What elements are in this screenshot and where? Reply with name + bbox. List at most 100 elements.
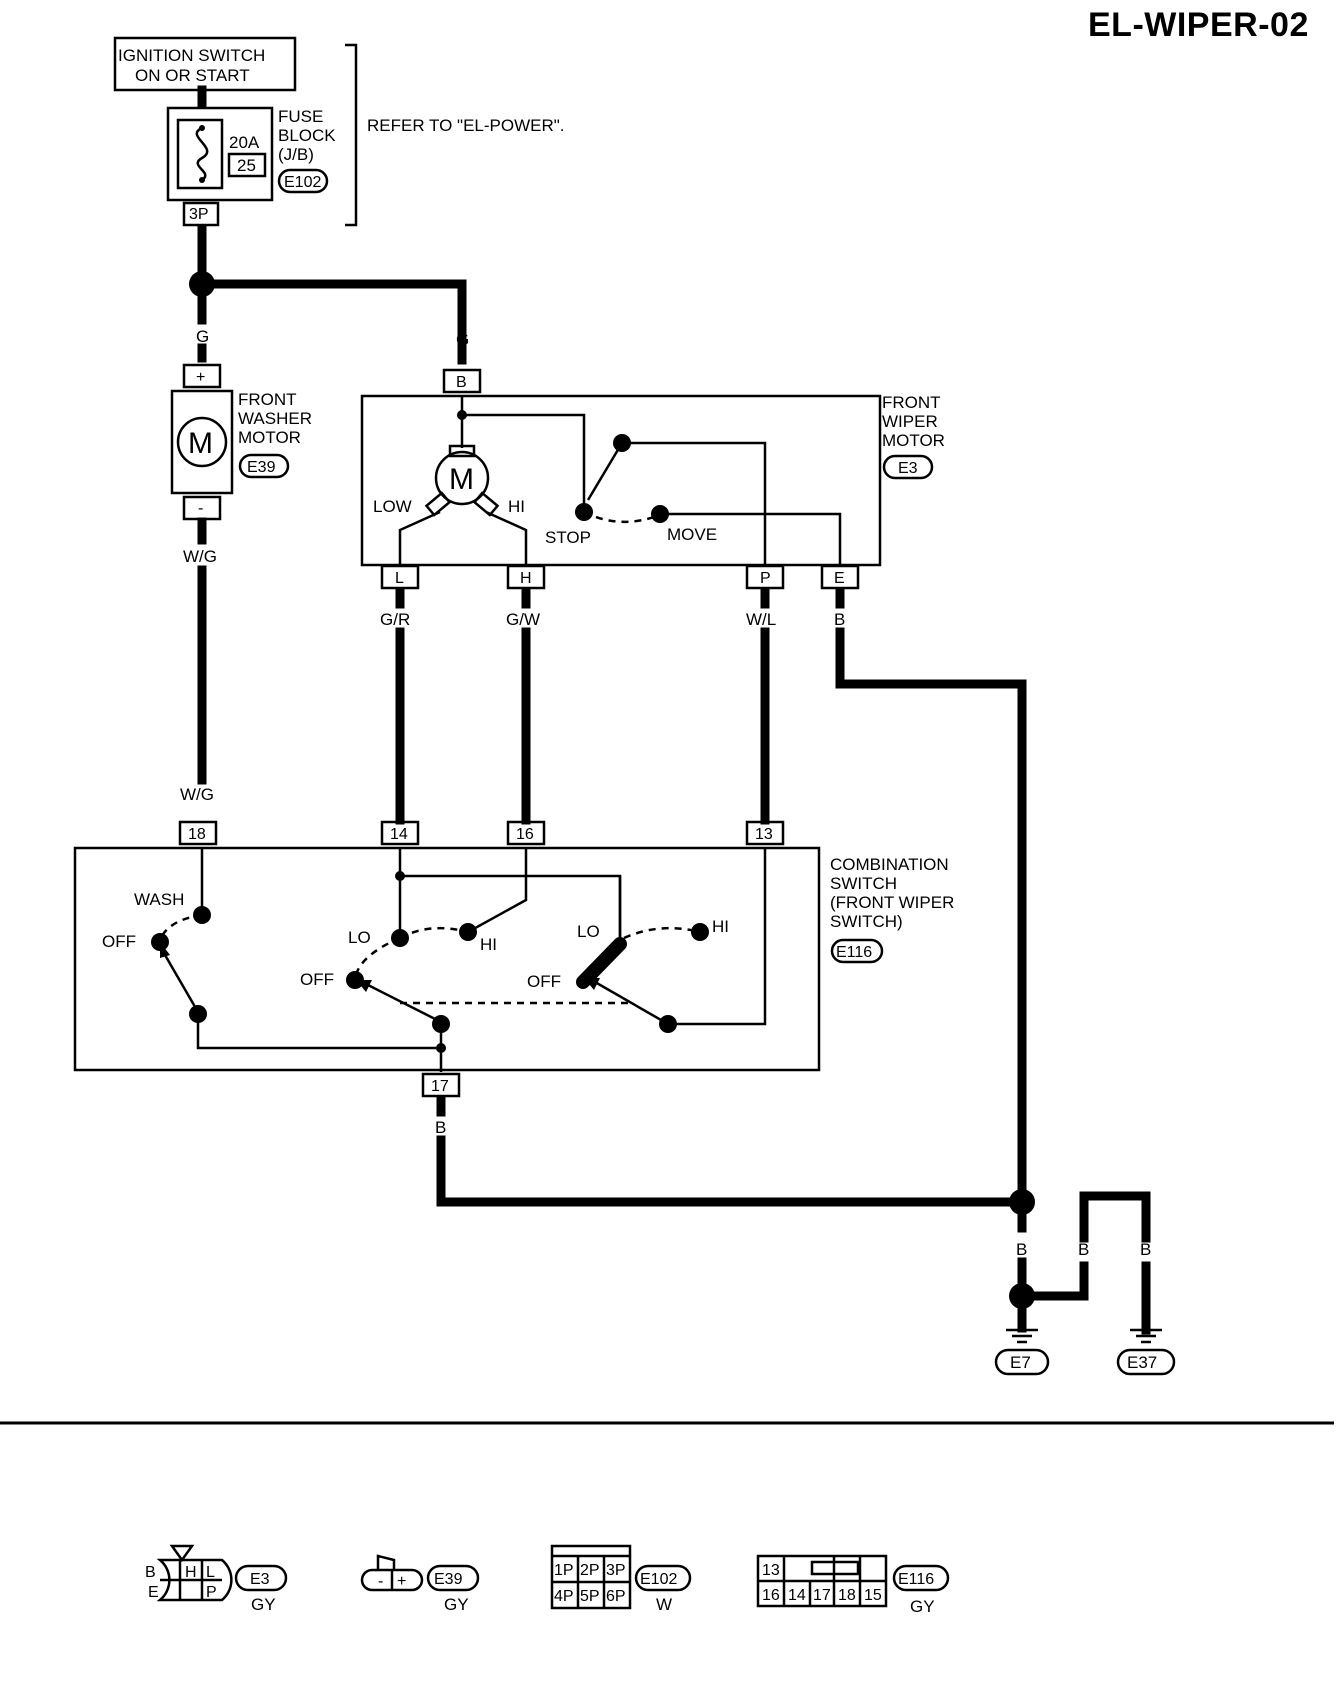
splice-ground bbox=[1009, 1189, 1035, 1215]
fuse-amps: 20A bbox=[229, 133, 260, 152]
ignition-label-2: ON OR START bbox=[135, 66, 250, 85]
wire-wg-2: W/G bbox=[180, 785, 214, 804]
combo-label-1: COMBINATION bbox=[830, 855, 949, 874]
e39-view-id: E39 bbox=[434, 1571, 463, 1588]
fuse-block-label-1: FUSE bbox=[278, 107, 323, 126]
washer-label-2: WASHER bbox=[238, 409, 312, 428]
lo-label-2: LO bbox=[577, 922, 600, 941]
wire-b-e: B bbox=[834, 610, 845, 629]
ground-e37: E37 bbox=[1116, 1328, 1176, 1376]
wiper-pin-h: H bbox=[520, 570, 532, 587]
e3-cell-l: L bbox=[206, 1564, 215, 1581]
connector-view-e3: B H L E P E3 GY bbox=[145, 1544, 288, 1614]
wiper-connector: E3 bbox=[898, 460, 918, 477]
wiper-low-label: LOW bbox=[373, 497, 412, 516]
splice-e7 bbox=[1009, 1283, 1035, 1309]
washer-pin-plus: + bbox=[196, 369, 205, 386]
e116-cell-15: 15 bbox=[864, 1587, 882, 1604]
washer-label-3: MOTOR bbox=[238, 428, 301, 447]
wiper-stop-label: STOP bbox=[545, 528, 591, 547]
combo-pin-17: 17 bbox=[431, 1078, 449, 1095]
e116-view-color: GY bbox=[910, 1597, 935, 1616]
wash-label: WASH bbox=[134, 890, 184, 909]
e102-view-id: E102 bbox=[640, 1571, 677, 1588]
refer-note: REFER TO "EL-POWER". bbox=[367, 116, 565, 135]
off-label-1: OFF bbox=[102, 932, 136, 951]
connector-view-e39: - + E39 GY bbox=[360, 1554, 480, 1614]
e102-view-color: W bbox=[656, 1595, 672, 1614]
e116-cell-14: 14 bbox=[788, 1587, 806, 1604]
fuse-block: 20A 25 3P FUSE BLOCK (J/B) E102 REFER TO… bbox=[166, 43, 565, 227]
e3-cell-p: P bbox=[206, 1584, 217, 1601]
e102-cell-6p: 6P bbox=[606, 1588, 626, 1605]
connector-view-e116: 13 16 14 17 18 15 E116 GY bbox=[756, 1554, 950, 1616]
lo-label-1: LO bbox=[348, 928, 371, 947]
front-wiper-motor: B M LOW HI STOP MOVE L H P E FRONT WIPER… bbox=[360, 368, 945, 590]
e3-cell-e: E bbox=[148, 1584, 159, 1601]
ignition-label-1: IGNITION SWITCH bbox=[118, 46, 265, 65]
e116-cell-17: 17 bbox=[813, 1587, 831, 1604]
e3-view-id: E3 bbox=[250, 1571, 270, 1588]
combo-label-3: (FRONT WIPER bbox=[830, 893, 954, 912]
e116-cell-13: 13 bbox=[762, 1562, 780, 1579]
ground-e7-label: E7 bbox=[1010, 1353, 1031, 1372]
wiper-pin-l: L bbox=[395, 570, 404, 587]
splice-g bbox=[189, 271, 215, 297]
e3-view-color: GY bbox=[251, 1595, 276, 1614]
wire-g-2: G bbox=[456, 330, 469, 349]
ground-e37-label: E37 bbox=[1127, 1353, 1157, 1372]
combo-pin-18: 18 bbox=[188, 826, 206, 843]
wiper-label-1: FRONT bbox=[882, 393, 941, 412]
ground-e7: E7 bbox=[994, 1328, 1050, 1376]
wire-gw: G/W bbox=[506, 610, 540, 629]
wire-g-1: G bbox=[196, 327, 209, 346]
ignition-switch: IGNITION SWITCH ON OR START bbox=[113, 36, 297, 92]
e102-cell-4p: 4P bbox=[554, 1588, 574, 1605]
wire-wg-1: W/G bbox=[183, 547, 217, 566]
front-washer-motor: + M - FRONT WASHER MOTOR E39 bbox=[170, 363, 312, 521]
e39-view-color: GY bbox=[444, 1595, 469, 1614]
combo-pin-14: 14 bbox=[390, 826, 408, 843]
wiper-label-3: MOTOR bbox=[882, 431, 945, 450]
washer-pin-minus: - bbox=[198, 500, 203, 517]
fuse-block-label-2: BLOCK bbox=[278, 126, 336, 145]
wire-b-g1: B bbox=[1016, 1240, 1027, 1259]
lo-contact-bar bbox=[576, 937, 627, 989]
wire-b-17: B bbox=[435, 1118, 446, 1137]
e116-view-id: E116 bbox=[898, 1571, 934, 1588]
wiper-pin-p: P bbox=[760, 570, 771, 587]
wiper-motor-symbol: M bbox=[449, 463, 474, 496]
off-label-3: OFF bbox=[527, 972, 561, 991]
e39-cell-plus: + bbox=[397, 1573, 406, 1590]
fuse-pin: 3P bbox=[189, 206, 209, 223]
e116-cell-18: 18 bbox=[838, 1587, 856, 1604]
e102-cell-1p: 1P bbox=[554, 1562, 574, 1579]
e102-cell-5p: 5P bbox=[580, 1588, 600, 1605]
e102-cell-2p: 2P bbox=[580, 1562, 600, 1579]
combination-switch: 18 14 16 13 WASH OFF LO bbox=[73, 820, 954, 1098]
fuse-block-connector: E102 bbox=[284, 174, 321, 191]
wire-wl: W/L bbox=[746, 610, 776, 629]
washer-motor-symbol: M bbox=[188, 427, 213, 460]
wiper-pin-e: E bbox=[834, 570, 845, 587]
connector-view-e102: 1P 2P 3P 4P 5P 6P E102 W bbox=[550, 1544, 692, 1614]
wiper-label-2: WIPER bbox=[882, 412, 938, 431]
combo-connector: E116 bbox=[836, 944, 872, 961]
hi-label-2: HI bbox=[712, 917, 729, 936]
e3-cell-b: B bbox=[145, 1564, 156, 1581]
refer-bracket bbox=[345, 43, 358, 227]
fuse-number: 25 bbox=[237, 156, 256, 175]
washer-connector: E39 bbox=[247, 459, 276, 476]
washer-label-1: FRONT bbox=[238, 390, 297, 409]
e102-cell-3p: 3P bbox=[606, 1562, 626, 1579]
wiper-pin-b: B bbox=[456, 374, 467, 391]
e39-cell-minus: - bbox=[378, 1573, 383, 1590]
wire-b-g3: B bbox=[1140, 1240, 1151, 1259]
fuse-block-label-3: (J/B) bbox=[278, 145, 314, 164]
page-title: EL-WIPER-02 bbox=[1088, 6, 1309, 44]
off-label-2: OFF bbox=[300, 970, 334, 989]
combo-label-2: SWITCH bbox=[830, 874, 897, 893]
combo-pin-16: 16 bbox=[516, 826, 534, 843]
wire-b-g2: B bbox=[1078, 1240, 1089, 1259]
